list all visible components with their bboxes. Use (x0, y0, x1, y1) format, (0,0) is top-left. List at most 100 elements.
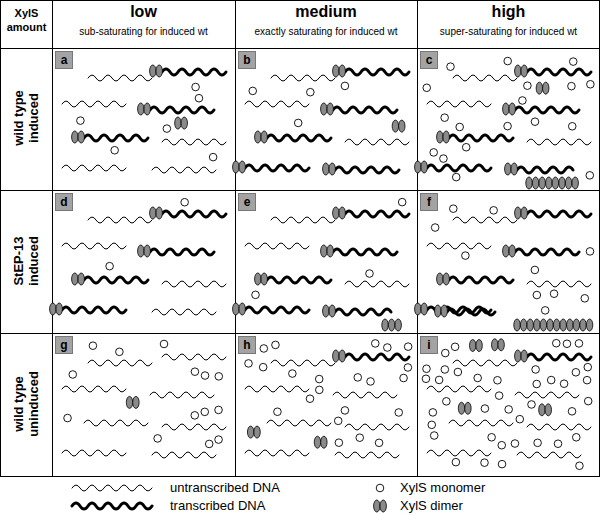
untranscribed-dna (453, 75, 517, 81)
xyls-monomer (191, 368, 199, 376)
xyls-monomer (294, 119, 302, 127)
dimer-filament (572, 177, 578, 189)
transcribed-dna (527, 211, 591, 217)
untranscribed-dna (88, 75, 152, 81)
xyls-monomer (435, 376, 443, 384)
xyls-monomer (367, 378, 375, 386)
xyls-monomer (404, 364, 412, 372)
untranscribed-dna (271, 360, 335, 366)
untranscribed-dna (62, 243, 126, 249)
xyls-monomer (568, 122, 576, 130)
xyls-monomer (400, 374, 408, 382)
untranscribed-dna (72, 485, 152, 491)
xyls-dimer (126, 396, 139, 408)
xyls-dimer (138, 103, 151, 115)
xyls-monomer (215, 373, 223, 381)
xyls-monomer (106, 262, 114, 270)
xyls-monomer (334, 417, 342, 425)
xyls-dimer (492, 339, 505, 351)
untranscribed-dna (427, 243, 491, 249)
dimer-filament (539, 177, 545, 189)
xyls-monomer (430, 432, 438, 440)
dimer-filament (552, 177, 558, 189)
xyls-monomer (452, 173, 460, 181)
xyls-dimer (536, 82, 549, 94)
column-header-box: low (52, 3, 235, 21)
untranscribed-dna (162, 281, 226, 287)
xyls-monomer (450, 205, 458, 213)
untranscribed-dna (162, 424, 226, 430)
row-header-box: wild type induced (11, 73, 41, 163)
xyls-monomer (181, 198, 189, 206)
xyls-monomer (554, 440, 562, 448)
xyls-dimer (150, 207, 163, 219)
legend-text-box: XylS dimer (400, 498, 463, 514)
xyls-monomer (581, 295, 589, 303)
xyls-monomer (490, 207, 498, 215)
untranscribed-dna (427, 101, 491, 107)
xyls-monomer (69, 371, 77, 379)
untranscribed-dna (162, 354, 226, 360)
xyls-monomer (201, 408, 209, 416)
column-subheader-box: super-saturating for induced wt (417, 26, 600, 38)
xyls-monomer (307, 88, 315, 96)
dimer-filament (586, 319, 592, 331)
transcribed-dna (245, 165, 309, 171)
xyls-monomer (454, 368, 462, 376)
xyls-dimer (323, 163, 336, 175)
xyls-monomer (77, 117, 85, 125)
dimer-filament (567, 319, 573, 331)
dimer-filament (580, 319, 586, 331)
untranscribed-dna (345, 424, 409, 430)
panel-letter-text: a (61, 54, 68, 66)
xyls-monomer (422, 375, 430, 383)
transcribed-dna (150, 107, 214, 113)
row-header: StEP-13 induced (11, 236, 41, 286)
row-header: wild type uninduced (11, 371, 41, 437)
legend-text-box: transcribed DNA (170, 498, 265, 514)
xyls-monomer (89, 342, 97, 350)
dimer-filament (553, 319, 559, 331)
xyls-monomer (429, 409, 437, 417)
untranscribed-dna (245, 450, 309, 456)
xyls-dimer (50, 303, 63, 315)
xyls-dimer (333, 207, 346, 219)
dimer-filament (526, 177, 532, 189)
xyls-dimer (175, 117, 188, 129)
transcribed-dna (527, 69, 591, 75)
untranscribed-dna (245, 386, 309, 392)
xyls-dimer (72, 131, 85, 143)
row-header-box: wild type uninduced (11, 359, 41, 449)
untranscribed-dna (152, 452, 216, 458)
untranscribed-dna (62, 101, 126, 107)
transcribed-dna (162, 211, 226, 217)
transcribed-dna (150, 249, 214, 255)
xyls-monomer (116, 348, 124, 356)
xyls-monomer (215, 406, 223, 414)
transcribed-dna (517, 167, 573, 173)
panel-letter: f (420, 193, 438, 211)
legend-text-box: untranscribed DNA (170, 480, 280, 496)
dimer-filament (527, 319, 533, 331)
panel-letter-text: d (60, 196, 67, 208)
dimer-filament (546, 177, 552, 189)
xyls-monomer (428, 421, 436, 429)
untranscribed-dna (333, 392, 397, 398)
xyls-monomer (587, 80, 595, 88)
untranscribed-dna (62, 165, 126, 171)
xyls-monomer (356, 434, 364, 442)
xyls-dimer (435, 305, 448, 317)
transcribed-dna (345, 69, 409, 75)
xyls-monomer (249, 87, 257, 95)
xyls-monomer (531, 266, 539, 274)
untranscribed-dna (517, 452, 581, 458)
xyls-monomer (341, 407, 349, 415)
xyls-dimer (138, 245, 151, 257)
dimer-filament (559, 177, 565, 189)
xyls-monomer (584, 363, 592, 371)
untranscribed-dna (62, 450, 126, 456)
xyls-monomer (575, 340, 583, 348)
untranscribed-dna (88, 360, 152, 366)
xyls-monomer (541, 307, 549, 315)
